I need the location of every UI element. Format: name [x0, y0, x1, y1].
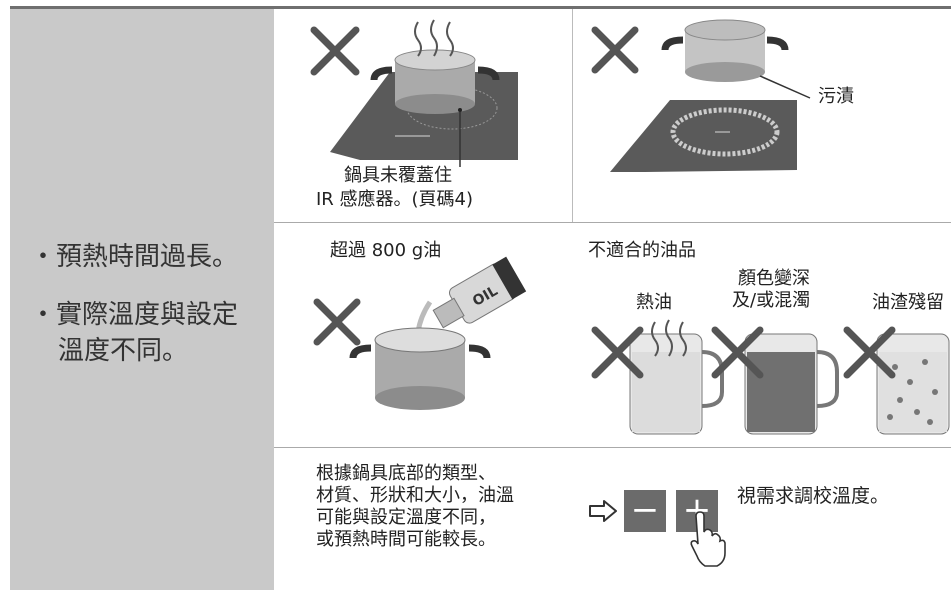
- hand-pointer-icon: [690, 511, 726, 567]
- note-line-3: 可能與設定溫度不同，: [316, 507, 496, 528]
- stain-label: 污漬: [818, 86, 854, 107]
- adjust-temp-text: 視需求調校溫度。: [737, 485, 890, 507]
- oil-jugs-illustration: [591, 319, 950, 435]
- prohibited-x-icon: [711, 326, 764, 379]
- row-divider-1: [274, 222, 951, 223]
- bullet-preheat-long: ・預熱時間過長。: [30, 242, 239, 272]
- oil-amount-label: 超過 800 g油: [330, 240, 442, 261]
- minus-button[interactable]: −: [624, 490, 666, 532]
- unsuitable-oil-title: 不適合的油品: [588, 240, 696, 261]
- prohibited-x-icon: [310, 26, 360, 76]
- prohibited-x-icon: [591, 26, 639, 74]
- column-divider: [572, 9, 573, 222]
- pot-off-sensor-illustration: [310, 19, 518, 167]
- dark-oil-label-line2: 及/或混濁: [732, 290, 811, 311]
- symptom-column: [10, 9, 274, 590]
- top-rule: [10, 6, 951, 9]
- overfilled-pot-illustration: OIL: [313, 256, 527, 410]
- bullet-temp-differs-cont: 溫度不同。: [58, 336, 189, 366]
- note-line-1: 根據鍋具底部的類型、: [316, 463, 496, 484]
- prohibited-x-icon: [591, 326, 644, 379]
- ir-sensor-caption-line1: 鍋具未覆蓋住: [344, 165, 452, 186]
- note-line-4: 或預熱時間可能較長。: [316, 529, 496, 550]
- row-divider-2: [274, 447, 951, 448]
- note-line-2: 材質、形狀和大小，油溫: [316, 485, 514, 506]
- arrow-right-icon: [589, 500, 617, 522]
- dark-oil-label-line1: 顏色變深: [738, 268, 810, 289]
- ir-sensor-caption-line2: IR 感應器。(頁碼4): [316, 189, 474, 210]
- prohibited-x-icon: [313, 298, 361, 346]
- bullet-temp-differs: ・實際溫度與設定: [30, 300, 239, 330]
- residue-oil-label: 油渣殘留: [872, 292, 944, 313]
- dirty-surface-illustration: [591, 19, 811, 172]
- prohibited-x-icon: [843, 326, 896, 379]
- hot-oil-label: 熱油: [636, 292, 672, 313]
